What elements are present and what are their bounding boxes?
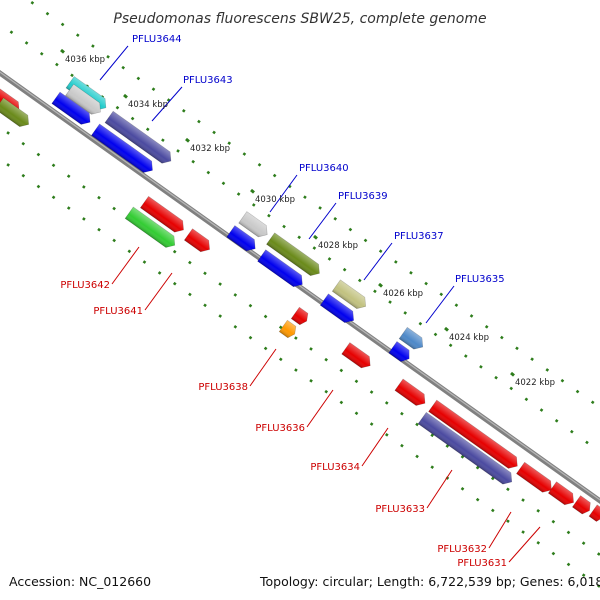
kbp-tick-mark [60, 48, 65, 54]
gene-box-red [394, 378, 426, 406]
kbp-tick-label: 4034 kbp [128, 100, 168, 110]
accession-text: Accession: NC_012660 [9, 574, 152, 589]
kbp-tick-mark [185, 137, 190, 143]
gene-leader-line [425, 285, 455, 324]
kbp-tick-label: 4030 kbp [255, 195, 295, 205]
gene-box-blue [51, 91, 91, 125]
gene-box-red [428, 399, 518, 469]
outer-tick-rail [26, 0, 600, 410]
kbp-tick-label: 4036 kbp [65, 55, 105, 65]
gene-label-bottom[interactable]: PFLU3634 [310, 462, 360, 473]
gene-box-gray [238, 211, 268, 238]
gene-label-top[interactable]: PFLU3643 [183, 75, 233, 86]
kbp-tick-labels: 4036 kbp 4034 kbp 4032 kbp 4030 kbp 4028 kbp… [65, 55, 555, 388]
kbp-tick-label: 4022 kbp [515, 378, 555, 388]
gene-box-red [139, 195, 184, 233]
gene-box-steelblue [398, 326, 424, 350]
gene-label-top[interactable]: PFLU3635 [455, 274, 505, 285]
gene-label-leaders [99, 45, 541, 563]
kbp-tick-mark [378, 282, 383, 288]
gene-label-bottom[interactable]: PFLU3632 [437, 544, 487, 555]
gene-box-blue [91, 123, 153, 173]
gene-box-gray [65, 83, 101, 115]
gene-box-red [588, 504, 600, 522]
gene-leader-line [361, 427, 389, 467]
gene-label-bottom[interactable]: PFLU3642 [60, 280, 110, 291]
gene-leader-line [269, 174, 298, 213]
gene-labels: PFLU3644PFLU3643PFLU3640PFLU3639PFLU3637… [60, 34, 507, 569]
kbp-tick-label: 4024 kbp [449, 333, 489, 343]
gene-label-bottom[interactable]: PFLU3631 [457, 558, 507, 569]
gene-box-khaki [331, 279, 366, 309]
gene-box-red [290, 306, 309, 326]
gene-box-olive [0, 97, 29, 127]
gene-box-blue [226, 225, 256, 252]
gene-box-red [183, 228, 210, 253]
gene-label-bottom[interactable]: PFLU3636 [255, 423, 305, 434]
gene-leader-line [306, 389, 334, 428]
gene-label-top[interactable]: PFLU3637 [394, 231, 444, 242]
kbp-tick-mark [250, 188, 255, 194]
gene-leader-line [308, 202, 337, 240]
gene-leader-line [249, 348, 277, 387]
gene-leader-line [363, 242, 393, 281]
gene-box-olive [266, 232, 320, 276]
gene-leader-line [151, 86, 183, 122]
gene-leader-line [99, 45, 129, 81]
gene-box-blue [257, 249, 303, 288]
kbp-tick-label: 4026 kbp [383, 289, 423, 299]
gene-leader-line [488, 511, 512, 549]
gene-box-indigo [417, 411, 513, 485]
gene-leader-line [508, 526, 541, 563]
kbp-tick-mark [123, 93, 128, 99]
gene-features [0, 74, 600, 522]
gene-leader-line [426, 469, 453, 509]
genome-backbone-highlight [0, 71, 600, 501]
gene-label-bottom[interactable]: PFLU3638 [198, 382, 248, 393]
gene-box-red [547, 481, 574, 506]
map-title: Pseudomonas fluorescens SBW25, complete … [113, 11, 486, 27]
gene-box-orange [278, 319, 297, 339]
gene-box-red [341, 342, 371, 369]
gene-label-top[interactable]: PFLU3644 [132, 34, 182, 45]
gene-label-bottom[interactable]: PFLU3633 [375, 504, 425, 515]
kbp-tick-mark [510, 371, 515, 377]
topology-text: Topology: circular; Length: 6,722,539 bp… [260, 574, 600, 589]
gene-label-top[interactable]: PFLU3640 [299, 163, 349, 174]
gene-leader-line [144, 272, 173, 311]
gene-leader-line [111, 246, 140, 285]
kbp-tick-label: 4028 kbp [318, 241, 358, 251]
gene-label-top[interactable]: PFLU3639 [338, 191, 388, 202]
kbp-tick-label: 4032 kbp [190, 144, 230, 154]
gene-box-green [124, 206, 176, 248]
gene-box-red [516, 461, 552, 493]
gene-label-bottom[interactable]: PFLU3641 [93, 306, 143, 317]
kbp-tick-mark [444, 326, 449, 332]
kbp-tick-mark [313, 234, 318, 240]
gene-box-indigo [104, 110, 172, 164]
gene-box-red [572, 495, 591, 515]
gene-box-blue [388, 341, 410, 362]
genome-backbone [0, 70, 600, 504]
gene-box-blue [319, 293, 354, 323]
